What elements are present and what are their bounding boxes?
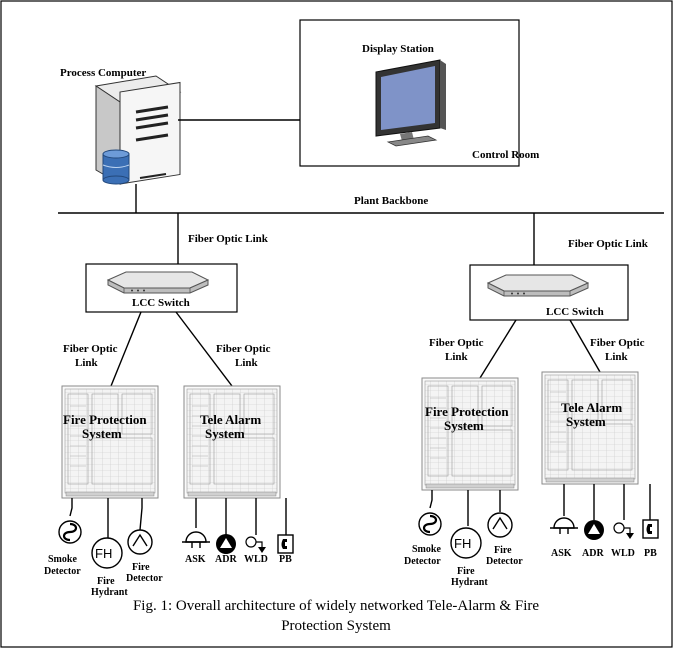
caption-line2: Protection System — [281, 618, 391, 634]
right-link-right-line2: Link — [605, 351, 629, 363]
right-fire-detector-icon — [487, 512, 513, 538]
left-fire-line1: Fire — [132, 562, 150, 573]
right-fire-line2: Detector — [486, 556, 523, 567]
right-wld-label: WLD — [611, 548, 635, 559]
control-room-label: Control Room — [472, 149, 539, 161]
right-link-to-alarm-panel — [569, 319, 601, 373]
left-smoke-detector-icon — [58, 520, 82, 544]
right-alarm-panel-line2: System — [566, 414, 606, 429]
process-computer-label: Process Computer — [60, 67, 146, 79]
right-fire-line1: Fire — [494, 545, 512, 556]
left-smoke-line1: Smoke — [48, 554, 77, 565]
caption-line1: Fig. 1: Overall architecture of widely n… — [133, 598, 539, 614]
right-link-left-line1: Fiber Optic — [429, 337, 484, 349]
left-fire-hydrant-icon — [91, 537, 123, 569]
right-link-left-line2: Link — [445, 351, 469, 363]
left-alarm-panel-line1: Tele Alarm — [200, 412, 261, 427]
right-fire-hydrant-icon — [450, 527, 482, 559]
left-wld-icon — [245, 536, 266, 553]
left-switch-label: LCC Switch — [132, 297, 190, 309]
left-alarm-panel-line2: System — [205, 426, 245, 441]
monitor-icon — [375, 59, 446, 147]
right-hydrant-line1: Fire — [457, 566, 475, 577]
left-link-right-line2: Link — [235, 357, 259, 369]
database-icon — [102, 149, 130, 185]
right-ask-label: ASK — [551, 548, 572, 559]
right-smoke-line2: Detector — [404, 556, 441, 567]
left-branch: Fiber Optic Link LCC Switch Fiber Optic … — [44, 213, 294, 598]
left-smoke-line2: Detector — [44, 566, 81, 577]
left-link-left-line2: Link — [75, 357, 99, 369]
left-alarm-panel — [183, 385, 281, 499]
left-ask-icon — [182, 531, 210, 548]
left-uplink-label: Fiber Optic Link — [188, 233, 269, 245]
left-link-left-line1: Fiber Optic — [63, 343, 118, 355]
left-hydrant-line1: Fire — [97, 576, 115, 587]
right-adr-label: ADR — [582, 548, 604, 559]
right-pb-icon — [642, 519, 659, 539]
right-fire-panel — [421, 377, 519, 491]
left-fire-panel-line1: Fire Protection — [63, 412, 147, 427]
right-alarm-panel-line1: Tele Alarm — [561, 400, 622, 415]
right-switch-label: LCC Switch — [546, 306, 604, 318]
right-fire-panel-line1: Fire Protection — [425, 404, 509, 419]
right-link-right-line1: Fiber Optic — [590, 337, 645, 349]
right-link-to-fire-panel — [479, 319, 517, 379]
left-hydrant-line2: Hydrant — [91, 587, 128, 598]
right-smoke-line1: Smoke — [412, 544, 441, 555]
left-wld-label: WLD — [244, 554, 268, 565]
right-ask-icon — [550, 517, 578, 534]
right-uplink-label: Fiber Optic Link — [568, 238, 649, 250]
right-fire-panel-line2: System — [444, 418, 484, 433]
left-adr-icon — [216, 534, 236, 554]
right-hydrant-icon-text: FH — [454, 536, 471, 551]
right-switch-icon — [487, 274, 589, 297]
left-link-right-line1: Fiber Optic — [216, 343, 271, 355]
plant-backbone-label: Plant Backbone — [354, 195, 428, 207]
left-fire-line2: Detector — [126, 573, 163, 584]
right-branch: Fiber Optic Link LCC Switch Fiber Optic … — [404, 213, 659, 588]
left-ask-label: ASK — [185, 554, 206, 565]
right-smoke-detector-icon — [418, 512, 442, 536]
left-fire-panel-line2: System — [82, 426, 122, 441]
left-link-to-alarm-panel — [175, 311, 233, 387]
left-link-to-fire-panel — [110, 311, 142, 387]
left-switch-icon — [107, 271, 209, 294]
right-wld-icon — [613, 522, 634, 539]
left-adr-label: ADR — [215, 554, 237, 565]
right-hydrant-line2: Hydrant — [451, 577, 488, 588]
right-adr-icon — [584, 520, 604, 540]
right-pb-label: PB — [644, 548, 657, 559]
left-fire-panel — [61, 385, 159, 499]
left-hydrant-icon-text: FH — [95, 546, 112, 561]
left-pb-icon — [277, 534, 294, 554]
display-station-label: Display Station — [362, 43, 434, 55]
left-fire-detector-icon — [127, 529, 153, 555]
left-pb-label: PB — [279, 554, 292, 565]
